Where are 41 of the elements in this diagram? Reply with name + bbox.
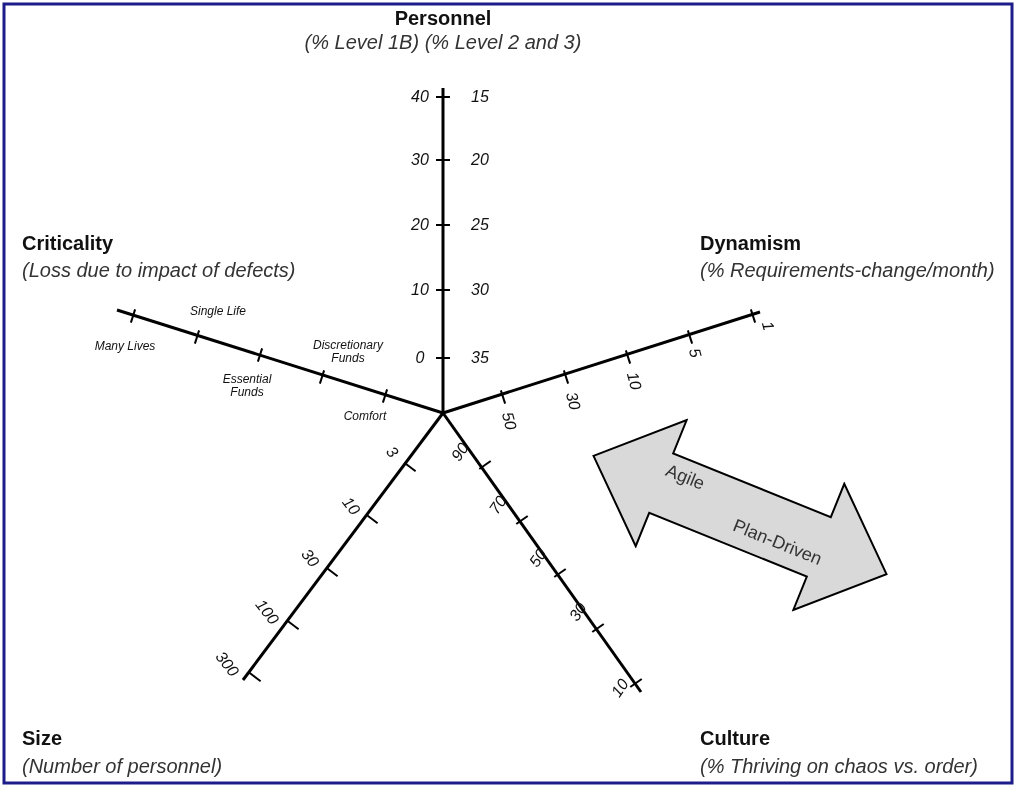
tick-label: 10: [338, 493, 364, 519]
tick-label: 30: [562, 390, 584, 412]
axis-subtitle: (Loss due to impact of defects): [22, 259, 296, 281]
tick-label: Single Life: [188, 305, 247, 319]
tick-label: 10: [623, 370, 645, 392]
tick-label: 1: [758, 319, 778, 333]
tick-label: 300: [211, 648, 243, 680]
tick-label: Many Lives: [93, 340, 157, 354]
tick-label: 10: [607, 675, 633, 701]
tick-label: 50: [498, 410, 520, 432]
tick-label: 15: [471, 88, 489, 106]
tick-label: 0: [415, 349, 425, 367]
axis-subtitle: (Number of personnel): [22, 755, 223, 777]
axis-title: Criticality: [22, 232, 114, 254]
axis-subtitle: (% Thriving on chaos vs. order): [700, 755, 978, 777]
tick-label: 30: [471, 281, 489, 299]
tick-label: 40: [411, 88, 429, 106]
tick-label: Essential Funds: [221, 372, 273, 400]
tick-label: 50: [525, 545, 551, 571]
tick-label: 5: [685, 346, 705, 360]
tick-label: 10: [411, 281, 429, 299]
axis-subtitle: (% Level 1B) (% Level 2 and 3): [304, 31, 582, 53]
axis-title: Personnel: [394, 7, 492, 29]
tick-label: 20: [471, 151, 489, 169]
tick-label: 30: [297, 545, 323, 571]
axis-subtitle: (% Requirements-change/month): [700, 259, 995, 281]
tick-label: 20: [411, 216, 429, 234]
tick-label: 30: [565, 599, 591, 625]
tick-label: 3: [382, 443, 402, 461]
tick-label: 30: [411, 151, 429, 169]
axis-title: Dynamism: [700, 232, 802, 254]
tick-label: 90: [447, 439, 473, 465]
tick-label: 25: [471, 216, 489, 234]
axis-title: Size: [22, 727, 63, 749]
tick-label: 70: [485, 492, 511, 518]
tick-label: 100: [251, 596, 283, 628]
tick-label: Comfort: [342, 410, 388, 424]
tick-label: 35: [471, 349, 489, 367]
axis-title: Culture: [700, 727, 770, 749]
arrow-label: Agile: [662, 461, 708, 495]
tick-label: Discretionary Funds: [312, 338, 385, 366]
